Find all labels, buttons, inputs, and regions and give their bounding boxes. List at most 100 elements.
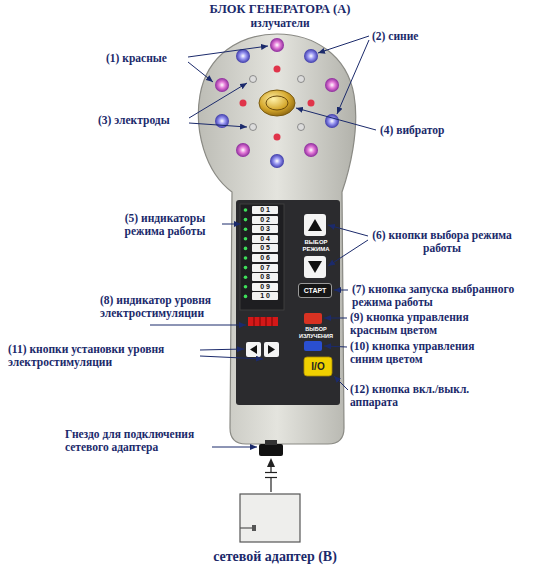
mode-led <box>244 208 248 212</box>
leader-line <box>318 36 369 53</box>
mode-led <box>244 237 248 241</box>
callout-label: (5) индикаторы режима работы <box>112 212 218 238</box>
adapter-box <box>240 494 300 542</box>
mode-led <box>244 295 248 299</box>
red-emitter <box>270 38 284 52</box>
callout-label: (10) кнопка управления синим цветом <box>350 340 500 366</box>
unit-subtitle: излучатели <box>190 17 370 30</box>
cable-break-tick <box>265 477 277 478</box>
leader-line <box>189 83 247 118</box>
callout-label: (3) электроды <box>98 114 188 127</box>
leader-line <box>324 318 347 319</box>
callout-label: (4) вибратор <box>380 124 480 137</box>
adapter-plug <box>252 525 256 531</box>
panel-caption: ВЫБОР РЕЖИМА <box>296 239 336 253</box>
stimulation-level-bar <box>248 317 278 326</box>
up-triangle <box>308 219 322 231</box>
red-emitter <box>308 100 315 107</box>
level-segments <box>254 317 272 326</box>
adapter-plug-line <box>240 527 252 528</box>
leader-line <box>334 376 348 390</box>
adapter-caption: сетевой адаптер (В) <box>185 549 365 565</box>
mode-indicator: 0 7 <box>252 264 278 272</box>
electrode <box>298 124 305 131</box>
leader-line <box>150 325 246 326</box>
callout-label: (8) индикатор уровня электростимуляции <box>100 294 240 320</box>
red-emitter <box>304 143 318 157</box>
red-color-button <box>304 313 322 324</box>
leader-line <box>200 356 263 359</box>
right-triangle <box>268 345 275 354</box>
mode-indicator: 0 8 <box>252 273 278 281</box>
red-emitter <box>274 134 281 141</box>
connector-arrowhead <box>267 458 275 467</box>
power-symbol: I/O <box>304 357 332 376</box>
leader-line <box>189 123 247 127</box>
mode-indicator: 1 0 <box>252 292 278 300</box>
mode-indicator: 0 4 <box>252 235 278 243</box>
mode-led <box>244 285 248 289</box>
blue-emitter <box>304 49 318 63</box>
generator-unit: БЛОК ГЕНЕРАТОРА (А)излучателиВЫБОР РЕЖИМ… <box>190 0 370 458</box>
start-button: СТАРТ <box>298 283 332 298</box>
leader-line <box>328 240 368 266</box>
red-emitter <box>215 78 229 92</box>
power-button <box>304 357 332 376</box>
callout-label: (12) кнопка вкл./выкл. аппарата <box>350 383 500 409</box>
mode-indicator: 0 6 <box>252 254 278 262</box>
red-emitter <box>240 100 247 107</box>
electrode <box>250 124 257 131</box>
red-emitter <box>274 66 281 73</box>
vibrator-logo <box>266 96 288 110</box>
leader-line <box>188 46 268 57</box>
mode-up-button <box>304 214 326 236</box>
leader-line <box>296 108 376 130</box>
vibrator-logo <box>259 90 295 116</box>
callout-label: (9) кнопка управления красным цветом <box>350 311 500 337</box>
callout-label: Гнездо для подключения сетевого адаптера <box>65 428 240 454</box>
mode-led <box>244 227 248 231</box>
callout-label: (11) кнопки установки уровня электростим… <box>8 343 233 369</box>
mode-led <box>244 275 248 279</box>
blue-color-button <box>304 341 322 351</box>
control-panel <box>236 200 340 405</box>
cable-break-gap <box>268 473 274 477</box>
unit-title: БЛОК ГЕНЕРАТОРА (А) <box>190 2 370 16</box>
network-adapter: сетевой адаптер (В) <box>185 492 365 572</box>
mode-led <box>244 218 248 222</box>
red-emitter <box>236 143 250 157</box>
leader-line <box>334 290 348 291</box>
mode-indicator: 0 5 <box>252 244 278 252</box>
mode-led <box>244 266 248 270</box>
indicator-panel <box>240 204 284 310</box>
callout-label: (6) кнопки выбора режима работы <box>372 229 512 255</box>
electrode <box>298 76 305 83</box>
leader-line <box>324 346 347 347</box>
adapter-socket <box>259 444 283 456</box>
callout-label: (7) кнопка запуска выбранного режима раб… <box>352 283 527 309</box>
connector-line <box>270 467 271 492</box>
leader-line <box>188 62 213 82</box>
panel-caption: ВЫБОР ИЗЛУЧЕНИЯ <box>292 326 340 339</box>
leader-line <box>212 447 257 448</box>
mode-down-button <box>304 256 326 278</box>
electrode <box>250 76 257 83</box>
left-triangle <box>250 345 257 354</box>
leader-line <box>200 349 244 350</box>
blue-emitter <box>236 49 250 63</box>
mode-indicator: 0 9 <box>252 283 278 291</box>
leader-line <box>337 40 369 114</box>
leader-line <box>328 225 368 236</box>
mode-indicator: 0 1 <box>252 206 278 214</box>
leader-line <box>222 224 241 225</box>
callout-label: (1) красные <box>106 52 186 65</box>
callout-label: (2) синие <box>372 30 472 43</box>
mode-led <box>244 247 248 251</box>
red-emitter <box>325 78 339 92</box>
mode-led <box>244 256 248 260</box>
cable-break-tick <box>265 472 277 473</box>
down-triangle <box>308 261 322 273</box>
socket-collar <box>265 440 277 445</box>
blue-emitter <box>270 154 284 168</box>
